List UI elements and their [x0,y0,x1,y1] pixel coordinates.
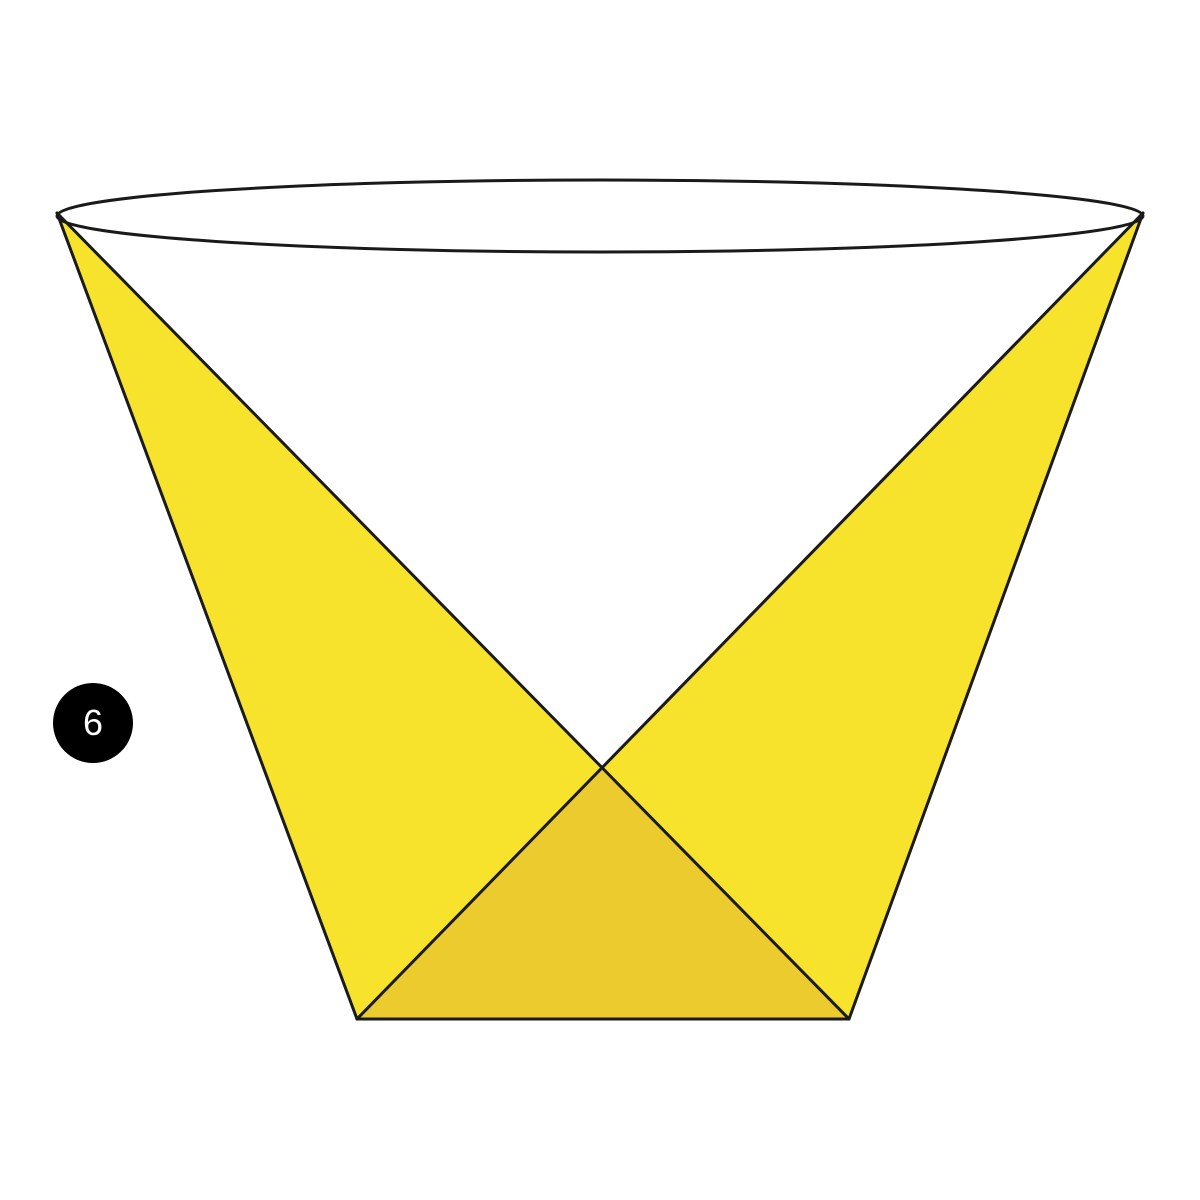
right-side-line [847,211,1145,1021]
right-wedge [600,213,1143,1019]
right-fold-line [355,211,1145,1021]
step-number: 6 [82,702,104,743]
left-side-line [55,211,359,1021]
cup-rim [55,178,1145,254]
bottom-triangle [357,768,849,1019]
left-wedge [57,213,600,1019]
step-badge: 6 [53,683,133,763]
left-fold-line [55,211,851,1021]
